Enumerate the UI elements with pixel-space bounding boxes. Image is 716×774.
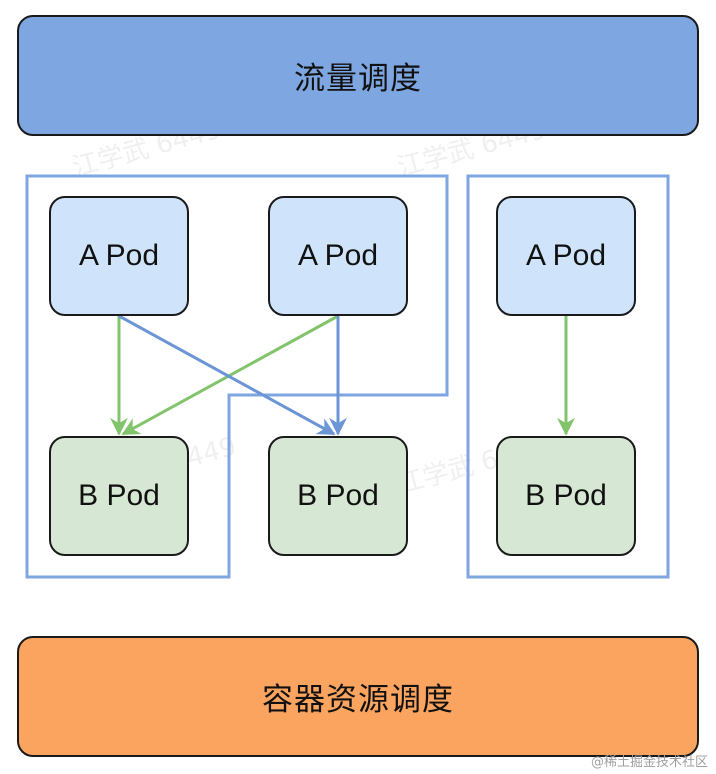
b-pod-2: B Pod xyxy=(268,436,408,556)
traffic-scheduling-label: 流量调度 xyxy=(294,61,422,97)
arrow-a1-to-b2 xyxy=(118,314,336,436)
a-pod-1-label: A Pod xyxy=(78,239,160,272)
right-group-boundary xyxy=(466,174,670,579)
b-pod-3-label: B Pod xyxy=(525,479,607,512)
b-pod-1: B Pod xyxy=(49,436,189,556)
b-pod-1-label: B Pod xyxy=(78,479,160,512)
b-pod-3: B Pod xyxy=(496,436,636,556)
left-group-boundary xyxy=(25,174,449,579)
container-resource-scheduling-label: 容器资源调度 xyxy=(262,682,454,718)
b-pod-2-label: B Pod xyxy=(297,479,379,512)
arrow-a2-to-b1 xyxy=(121,314,339,436)
source-credit: @稀土掘金技术社区 xyxy=(590,755,708,770)
container-resource-scheduling-bar: 容器资源调度 xyxy=(17,636,699,757)
a-pod-3: A Pod xyxy=(496,196,636,316)
a-pod-2: A Pod xyxy=(268,196,408,316)
a-pod-3-label: A Pod xyxy=(525,239,607,272)
a-pod-1: A Pod xyxy=(49,196,189,316)
a-pod-2-label: A Pod xyxy=(297,239,379,272)
traffic-scheduling-bar: 流量调度 xyxy=(17,15,699,136)
